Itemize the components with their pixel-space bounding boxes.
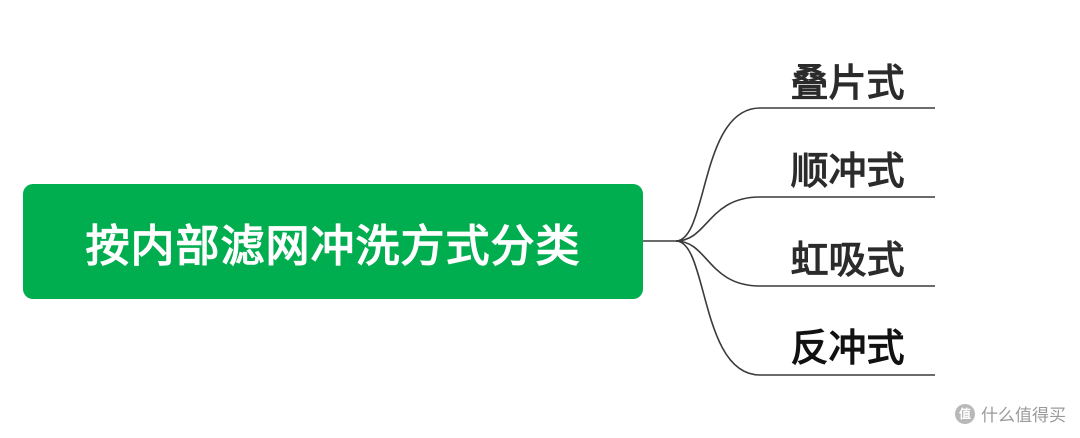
smzdm-logo-icon: 值 (955, 403, 975, 424)
watermark-text: 什么值得买 (981, 406, 1066, 426)
root-node[interactable]: 按内部滤网冲洗方式分类 (23, 184, 643, 299)
watermark: 值 什么值得买 (955, 401, 1066, 426)
root-node-label: 按内部滤网冲洗方式分类 (85, 220, 581, 272)
branch-connector-line (675, 240, 935, 376)
branch-node-stacked-disc[interactable]: 叠片式 (790, 61, 905, 105)
branch-node-forward-flush[interactable]: 顺冲式 (790, 149, 905, 193)
branch-connector-line (675, 240, 935, 287)
branch-connector-line (675, 196, 935, 242)
branch-connector-line (675, 107, 935, 242)
branch-node-siphon[interactable]: 虹吸式 (790, 238, 905, 282)
branch-node-backwash[interactable]: 反冲式 (790, 326, 905, 370)
